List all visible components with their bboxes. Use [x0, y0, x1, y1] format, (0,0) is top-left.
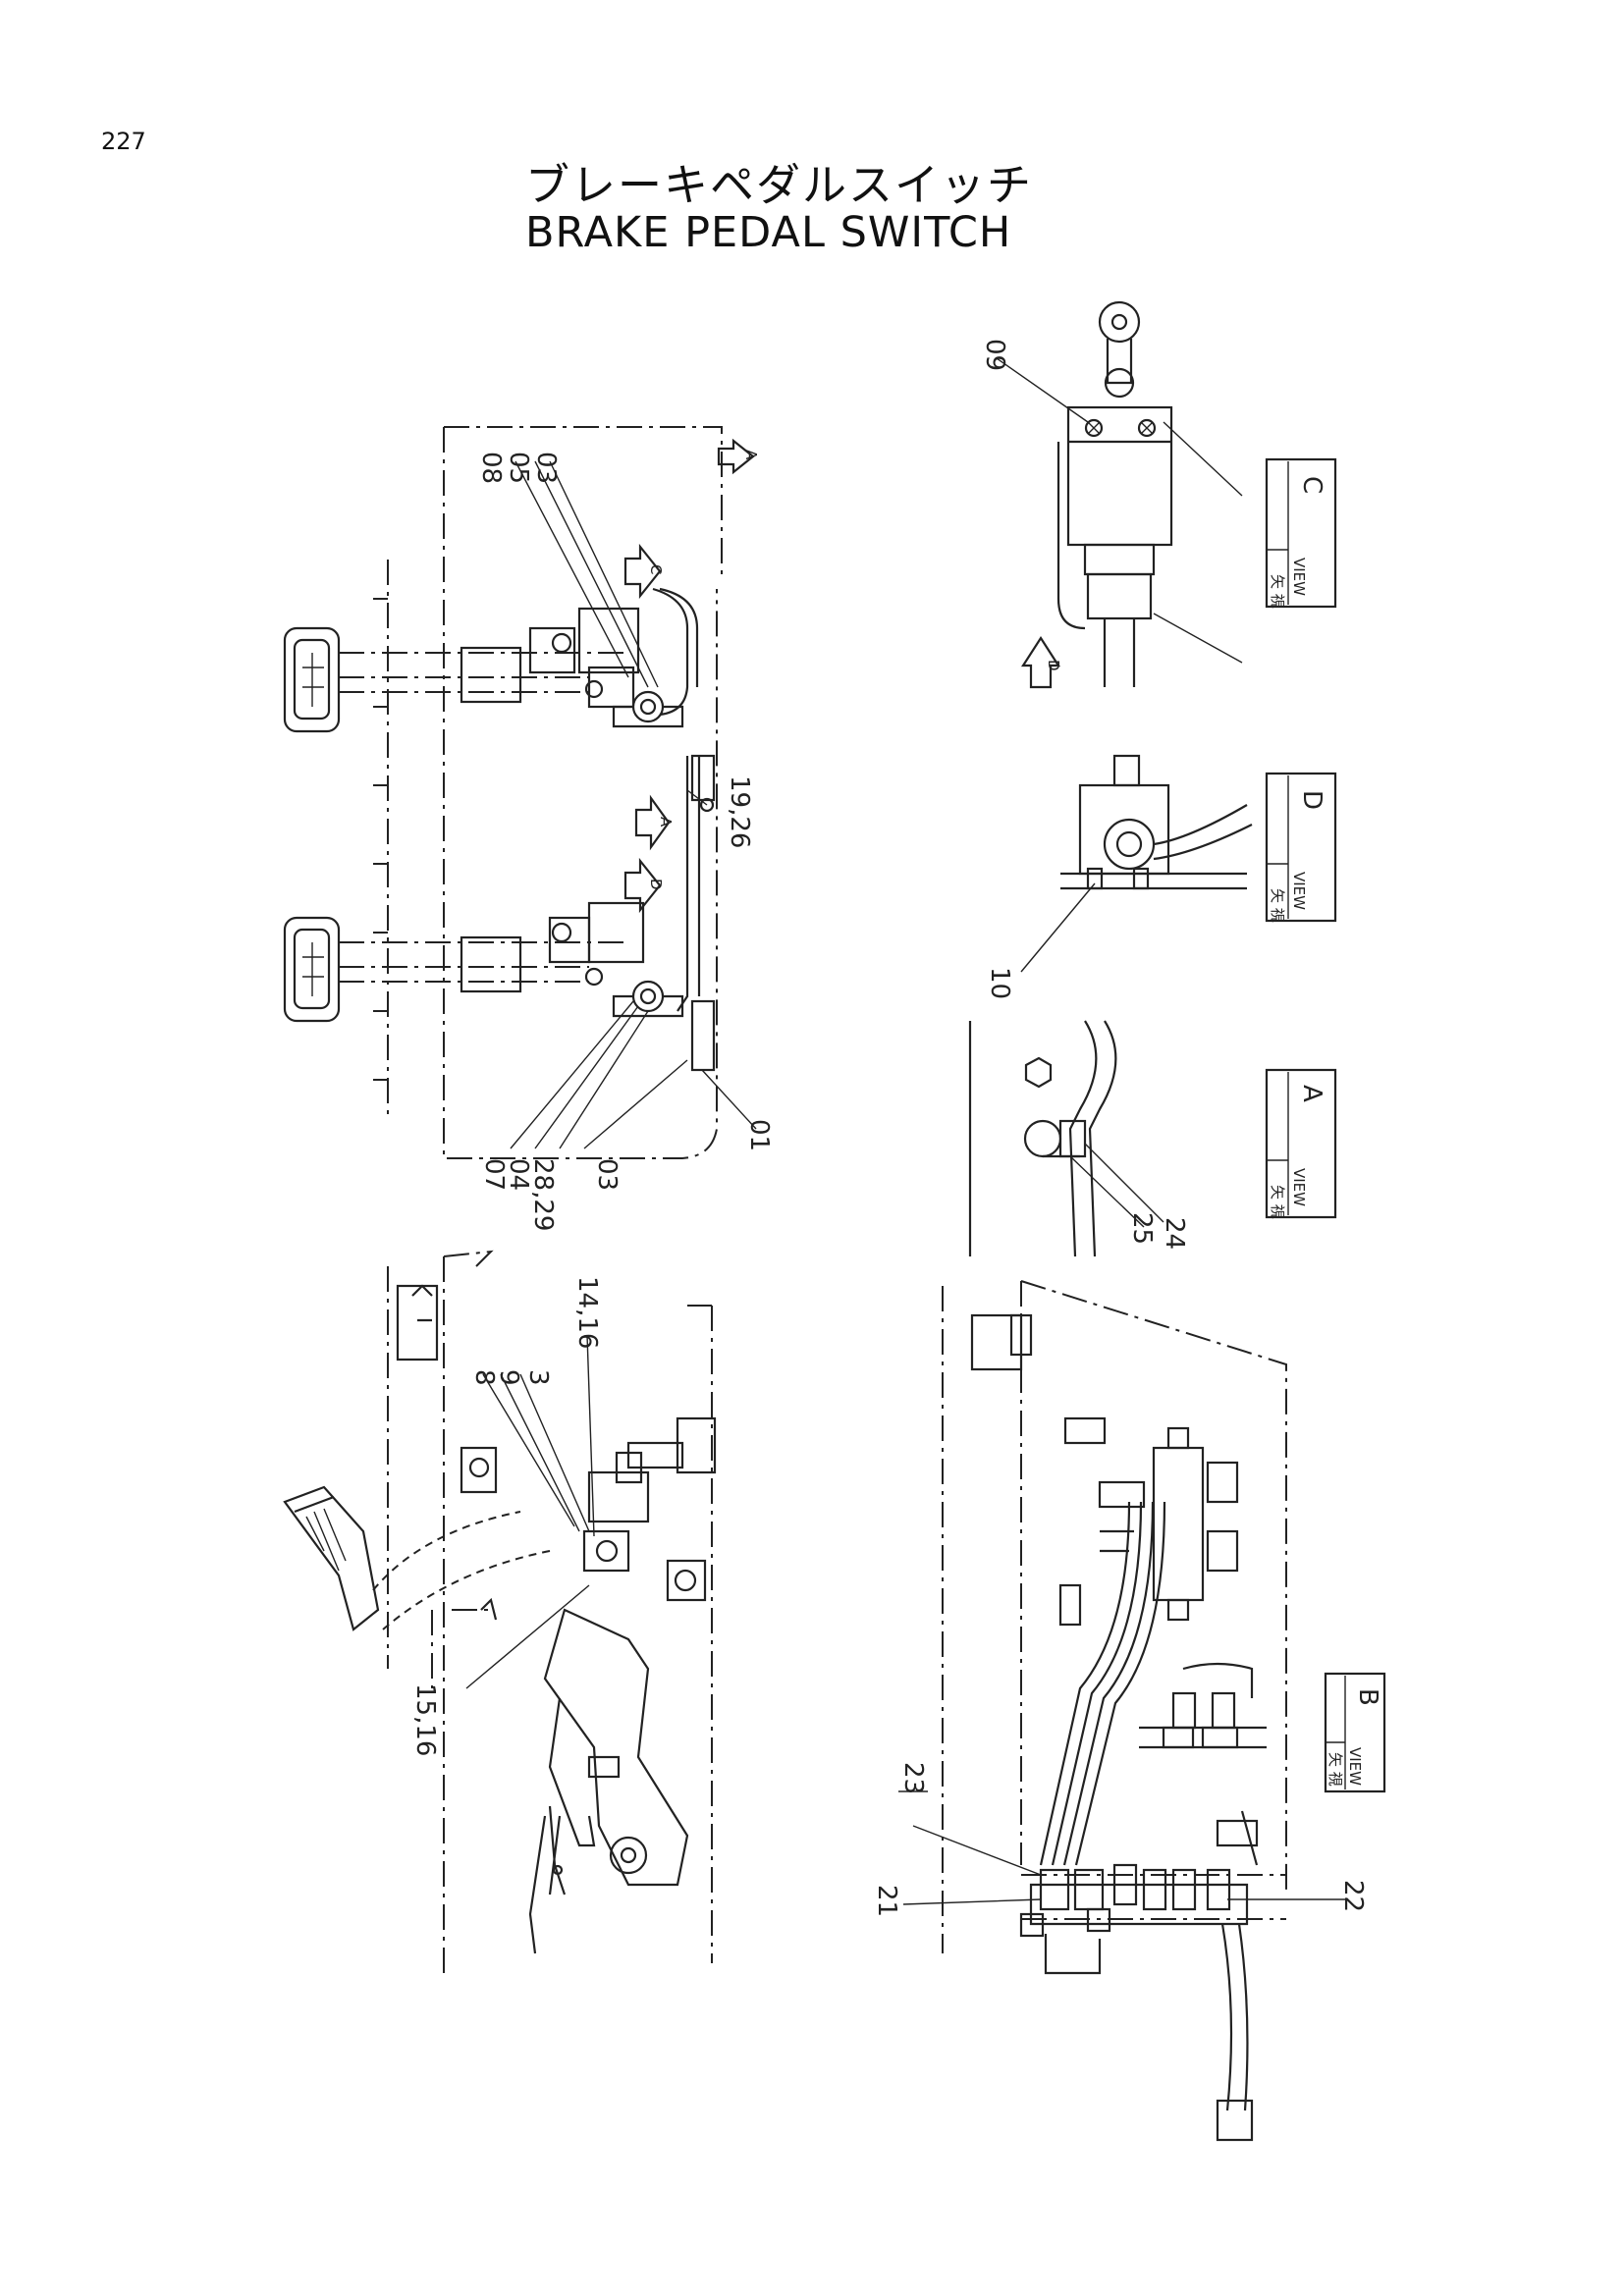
callout-01: 01	[744, 1119, 774, 1151]
callout-15-16: 15,16	[410, 1683, 440, 1756]
callout-08: 08	[476, 452, 506, 484]
view-c-en: VIEW	[1290, 558, 1308, 596]
callout-28-29: 28,29	[528, 1158, 558, 1231]
callout-03-upper: 03	[531, 452, 561, 484]
view-a-letter: A	[1297, 1085, 1326, 1102]
page-number: 227	[101, 128, 146, 155]
view-d-label	[1265, 772, 1337, 923]
view-b-en: VIEW	[1346, 1747, 1364, 1786]
view-a-label	[1265, 1068, 1337, 1219]
view-b-label	[1324, 1672, 1386, 1793]
callout-14-16: 14,16	[572, 1276, 602, 1349]
view-d-switch-detail	[1020, 754, 1253, 973]
callout-04: 04	[504, 1158, 533, 1191]
callout-21: 21	[872, 1885, 901, 1917]
view-d-en: VIEW	[1290, 872, 1308, 910]
view-c-jp: 矢 視	[1269, 574, 1286, 609]
arrow-a-mid: A	[657, 817, 675, 828]
callout-3: 3	[523, 1369, 553, 1386]
side-pedal-view	[283, 1250, 717, 1973]
arrow-d-side: D	[1045, 660, 1062, 671]
callout-19-26: 19,26	[725, 775, 754, 848]
page-title-english: BRAKE PEDAL SWITCH	[525, 208, 1012, 257]
callout-05: 05	[504, 452, 533, 484]
main-pedal-assembly	[283, 426, 757, 1159]
arrow-c-main: C	[647, 564, 665, 574]
callout-25: 25	[1127, 1212, 1157, 1245]
view-a-jp: 矢 視	[1269, 1185, 1286, 1219]
arrow-a-top: A	[742, 450, 760, 460]
callout-8: 8	[469, 1369, 499, 1386]
callout-23: 23	[898, 1762, 928, 1794]
callout-07: 07	[479, 1158, 509, 1191]
view-b-jp: 矢 視	[1326, 1752, 1344, 1787]
view-d-letter: D	[1297, 790, 1326, 810]
view-b-valve-detail	[902, 1280, 1345, 2142]
view-c-label	[1265, 457, 1337, 609]
view-d-jp: 矢 視	[1269, 888, 1286, 923]
view-a-clamp-detail	[968, 1020, 1164, 1257]
callout-09: 09	[980, 339, 1009, 371]
page-title-japanese: ブレーキペダルスイッチ	[525, 159, 1034, 211]
callout-9: 9	[494, 1369, 523, 1386]
callout-22: 22	[1338, 1880, 1368, 1912]
view-c-switch-detail	[996, 300, 1243, 689]
callout-10: 10	[985, 967, 1014, 999]
view-a-en: VIEW	[1290, 1168, 1308, 1206]
arrow-d-main: D	[647, 879, 665, 890]
callout-03-lower: 03	[592, 1158, 622, 1191]
view-c-letter: C	[1297, 476, 1326, 494]
callout-24: 24	[1160, 1217, 1189, 1250]
view-b-letter: B	[1353, 1688, 1382, 1706]
